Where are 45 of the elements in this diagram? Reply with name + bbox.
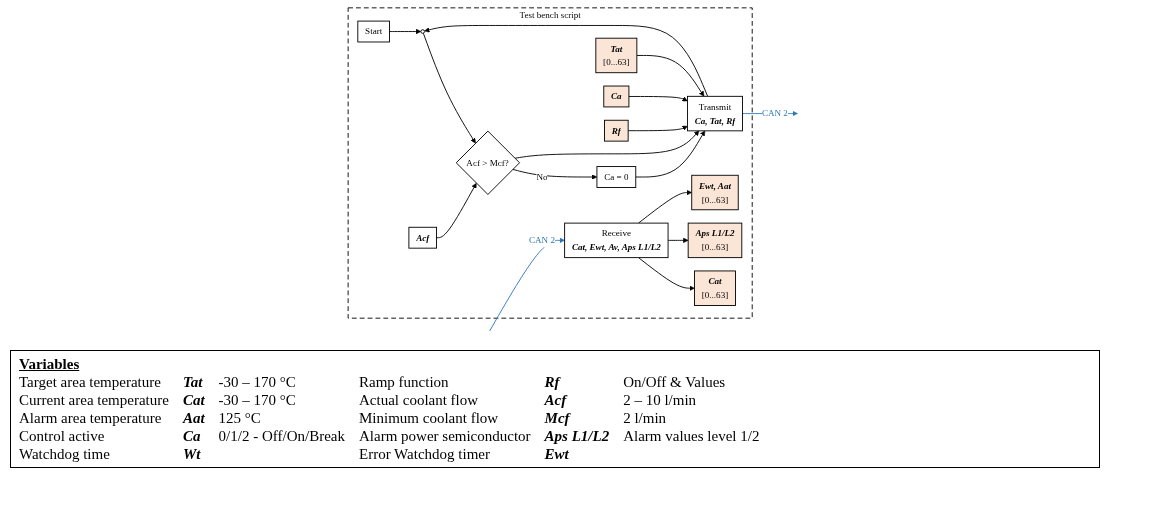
variable-range: 2 – 10 l/min	[623, 392, 697, 408]
node-box: Start	[357, 20, 390, 42]
node-box: Ca = 0	[596, 165, 637, 188]
variable-range: -30 – 170 °C	[218, 392, 296, 408]
node-circle	[420, 28, 425, 34]
variable-name: Control active	[19, 428, 105, 444]
edge-label: CAN 2	[761, 108, 788, 118]
variable-symbol: Wt	[182, 446, 201, 462]
variable-name: Target area temperature	[19, 374, 161, 390]
variable-symbol: Mcf	[544, 410, 570, 426]
node-box: Receive Cat, Ewt, Av, Aps L1/L2	[564, 222, 669, 258]
variable-range: Alarm values level 1/2	[623, 428, 760, 444]
variable-symbol: Tat	[182, 374, 203, 390]
node-diamond: Acf > Mcf?	[455, 130, 520, 195]
variable-range: 125 °C	[218, 410, 261, 426]
variable-range: -30 – 170 °C	[218, 374, 296, 390]
variable-range: On/Off & Values	[623, 374, 726, 390]
variable-name: Ramp function	[359, 374, 449, 390]
node-box: Ca	[603, 85, 630, 107]
node-box: Aps L1/L2 [0...63]	[687, 222, 743, 258]
variable-range: 0/1/2 - Off/On/Break	[218, 428, 345, 444]
variable-name: Error Watchdog timer	[359, 446, 490, 462]
table-heading: Variables	[19, 356, 80, 373]
variable-name: Current area temperature	[19, 392, 169, 408]
node-box: Rf	[603, 119, 629, 142]
variable-symbol: Aps L1/L2	[544, 428, 610, 444]
edge-label: CAN 2	[528, 234, 555, 245]
variable-name: Actual coolant flow	[359, 392, 479, 408]
variable-symbol: Rf	[544, 374, 560, 390]
variable-name: Alarm area temperature	[19, 410, 162, 426]
node-box: Ewt, Aat [0...63]	[691, 174, 739, 210]
variable-symbol: Ewt	[544, 446, 569, 462]
variable-symbol: Acf	[544, 392, 567, 408]
variable-name: Minimum coolant flow	[359, 410, 499, 426]
node-box: Acf	[408, 226, 437, 249]
variable-range: 2 l/min	[623, 410, 667, 426]
variable-symbol: Ca	[182, 428, 201, 444]
variable-symbol: Cat	[182, 392, 205, 408]
variable-name: Watchdog time	[19, 446, 110, 462]
node-box: Transmit Ca, Tat, Rf	[686, 95, 743, 131]
node-box: Tat [0...63]	[595, 37, 638, 73]
edge-label: No	[536, 171, 548, 182]
node-box: Cat [0...63]	[693, 270, 736, 306]
variable-symbol: Aat	[182, 410, 205, 426]
variable-name: Alarm power semiconductor	[359, 428, 531, 444]
